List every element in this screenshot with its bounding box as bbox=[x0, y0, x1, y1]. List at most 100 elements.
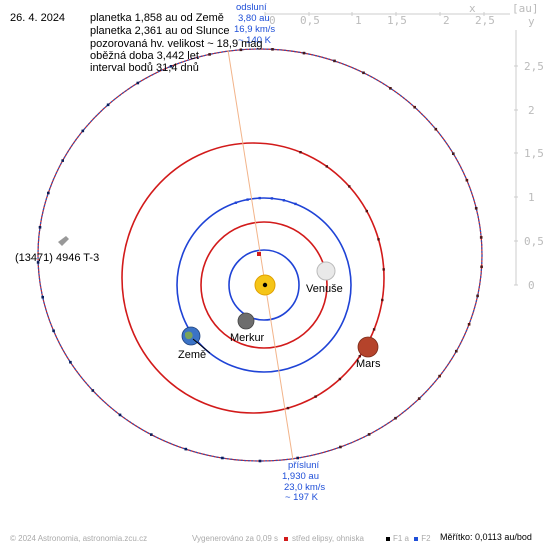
asteroid-orbit-point bbox=[455, 349, 458, 353]
asteroid-orbit-point bbox=[184, 447, 188, 451]
asteroid-orbit-point bbox=[394, 416, 397, 420]
asteroid-orbit-point bbox=[239, 48, 243, 52]
perihelion-line-3: ~ 197 K bbox=[285, 492, 319, 503]
x-axis-label: x bbox=[469, 2, 476, 15]
asteroid-orbit-point bbox=[479, 236, 483, 239]
info-period: oběžná doba 3,442 let bbox=[90, 50, 199, 62]
asteroid-orbit-point bbox=[41, 295, 44, 299]
x-tick-2-5: 2,5 bbox=[475, 14, 495, 27]
mars-orbit-point bbox=[286, 406, 290, 410]
mars-orbit-point bbox=[377, 238, 380, 241]
earth-orbit-point bbox=[246, 198, 249, 201]
asteroid-orbit-point bbox=[339, 445, 342, 449]
aphelion-title: odsluní bbox=[236, 2, 267, 13]
asteroid-orbit-point bbox=[36, 261, 40, 264]
asteroid-orbit-point bbox=[438, 374, 441, 378]
y-tick-1: 1 bbox=[528, 191, 535, 204]
aphelion-line-3: ~ 140 K bbox=[238, 35, 272, 46]
asteroid-orbit-point bbox=[136, 81, 140, 85]
legend-f1-text: F1 a bbox=[393, 534, 410, 543]
mars-planet bbox=[357, 336, 379, 358]
asteroid-orbit-point bbox=[208, 53, 211, 56]
info-distance-sun: planetka 2,361 au od Slunce bbox=[90, 25, 230, 37]
mars-orbit-point bbox=[365, 209, 368, 213]
legend-center-swatch bbox=[284, 536, 288, 541]
y-tick-0-5: 0,5 bbox=[524, 235, 544, 248]
legend-f2-swatch bbox=[414, 536, 419, 541]
scale-label: Měřítko: 0,0113 au/bod bbox=[440, 532, 532, 542]
y-tick-0: 0 bbox=[528, 279, 535, 292]
mercury-orbit bbox=[228, 249, 300, 321]
asteroid-orbit-point bbox=[480, 265, 483, 269]
venus-orbit bbox=[200, 221, 328, 349]
asteroid-orbit-point bbox=[52, 329, 55, 333]
mars-orbit-point bbox=[314, 395, 317, 398]
asteroid-orbit-point bbox=[61, 159, 64, 162]
asteroid-label: (13471) 4946 T-3 bbox=[15, 252, 99, 264]
mars-orbit-point bbox=[382, 268, 385, 271]
y-axis: 2,5 2 1,5 1 0,5 0 y bbox=[514, 15, 544, 292]
generated-time: Vygenerováno za 0,09 s bbox=[192, 534, 278, 543]
copyright: © 2024 Astronomia, astronomia.zcu.cz bbox=[10, 534, 148, 543]
earth-land bbox=[185, 331, 193, 340]
y-tick-2: 2 bbox=[528, 104, 535, 117]
asteroid-orbit-point bbox=[452, 152, 455, 155]
mars-orbit-point bbox=[372, 328, 376, 331]
asteroid-orbit-point bbox=[81, 129, 85, 133]
earth-orbit-point bbox=[282, 199, 286, 202]
asteroid-orbit-point bbox=[106, 103, 110, 107]
mars-label: Mars bbox=[356, 358, 381, 370]
perihelion-line-1: 1,930 au bbox=[282, 471, 319, 482]
asteroid-orbit-point bbox=[38, 226, 42, 229]
legend-center: střed elipsy, ohniska bbox=[284, 534, 364, 543]
asteroid-orbit-point bbox=[302, 51, 306, 55]
earth-asteroid-link bbox=[192, 338, 211, 354]
asteroid-orbit-point bbox=[465, 178, 469, 182]
asteroid-orbit-point bbox=[47, 191, 50, 195]
earth-orbit-point bbox=[294, 202, 297, 206]
asteroid-orbit-point bbox=[434, 127, 438, 131]
x-tick-0: 0 bbox=[269, 14, 276, 27]
asteroid-orbit-point bbox=[91, 389, 95, 392]
asteroid-orbit-point bbox=[367, 433, 371, 436]
earth-orbit-point bbox=[258, 196, 261, 200]
asteroid-orbit-point bbox=[474, 207, 478, 210]
earth-orbit-point bbox=[270, 197, 274, 200]
x-tick-2: 2 bbox=[443, 14, 450, 27]
aphelion-line-2: 16,9 km/s bbox=[234, 24, 275, 35]
info-distance-earth: planetka 1,858 au od Země bbox=[90, 12, 224, 24]
perihelion-title: přísluní bbox=[288, 460, 320, 471]
asteroid-orbit-point bbox=[150, 433, 153, 436]
asteroid-orbit-point bbox=[118, 413, 122, 417]
ellipse-center-marker bbox=[257, 252, 261, 256]
y-axis-label: y bbox=[528, 15, 535, 28]
asteroid-orbit-point bbox=[389, 87, 392, 90]
asteroid-orbit-point bbox=[296, 456, 299, 460]
legend-f1-swatch bbox=[386, 536, 390, 541]
info-magnitude: pozorovaná hv. velikost ~ 18,9 mag bbox=[90, 38, 263, 50]
mars-orbit-point bbox=[338, 377, 342, 381]
asteroid-orbit-point bbox=[271, 48, 274, 51]
asteroid-orbit-point bbox=[417, 397, 421, 400]
orbit-dots bbox=[36, 48, 483, 463]
perihelion-line-2: 23,0 km/s bbox=[284, 482, 325, 493]
venus-planet bbox=[316, 261, 336, 281]
legend-foci: F1 a F2 bbox=[386, 534, 431, 543]
asteroid-orbit-point bbox=[69, 360, 72, 364]
asteroid-marker bbox=[58, 236, 69, 246]
asteroid-orbit-point bbox=[258, 459, 262, 463]
x-axis: 0 0,5 1 1,5 2 2,5 x [au] bbox=[264, 2, 539, 27]
date-label: 26. 4. 2024 bbox=[10, 12, 66, 24]
info-interval: interval bodů 31,4 dnů bbox=[90, 62, 199, 74]
mercury-planet bbox=[237, 312, 255, 330]
earth-orbit-point bbox=[234, 201, 238, 204]
x-tick-0-5: 0,5 bbox=[300, 14, 320, 27]
x-tick-1: 1 bbox=[355, 14, 362, 27]
asteroid-orbit-point bbox=[221, 456, 224, 460]
aphelion-line-1: 3,80 au bbox=[238, 13, 270, 24]
mars-orbit-point bbox=[381, 298, 384, 302]
earth-label: Země bbox=[178, 349, 206, 361]
asteroid-orbit-point bbox=[467, 323, 471, 326]
mars-orbit bbox=[121, 142, 385, 414]
